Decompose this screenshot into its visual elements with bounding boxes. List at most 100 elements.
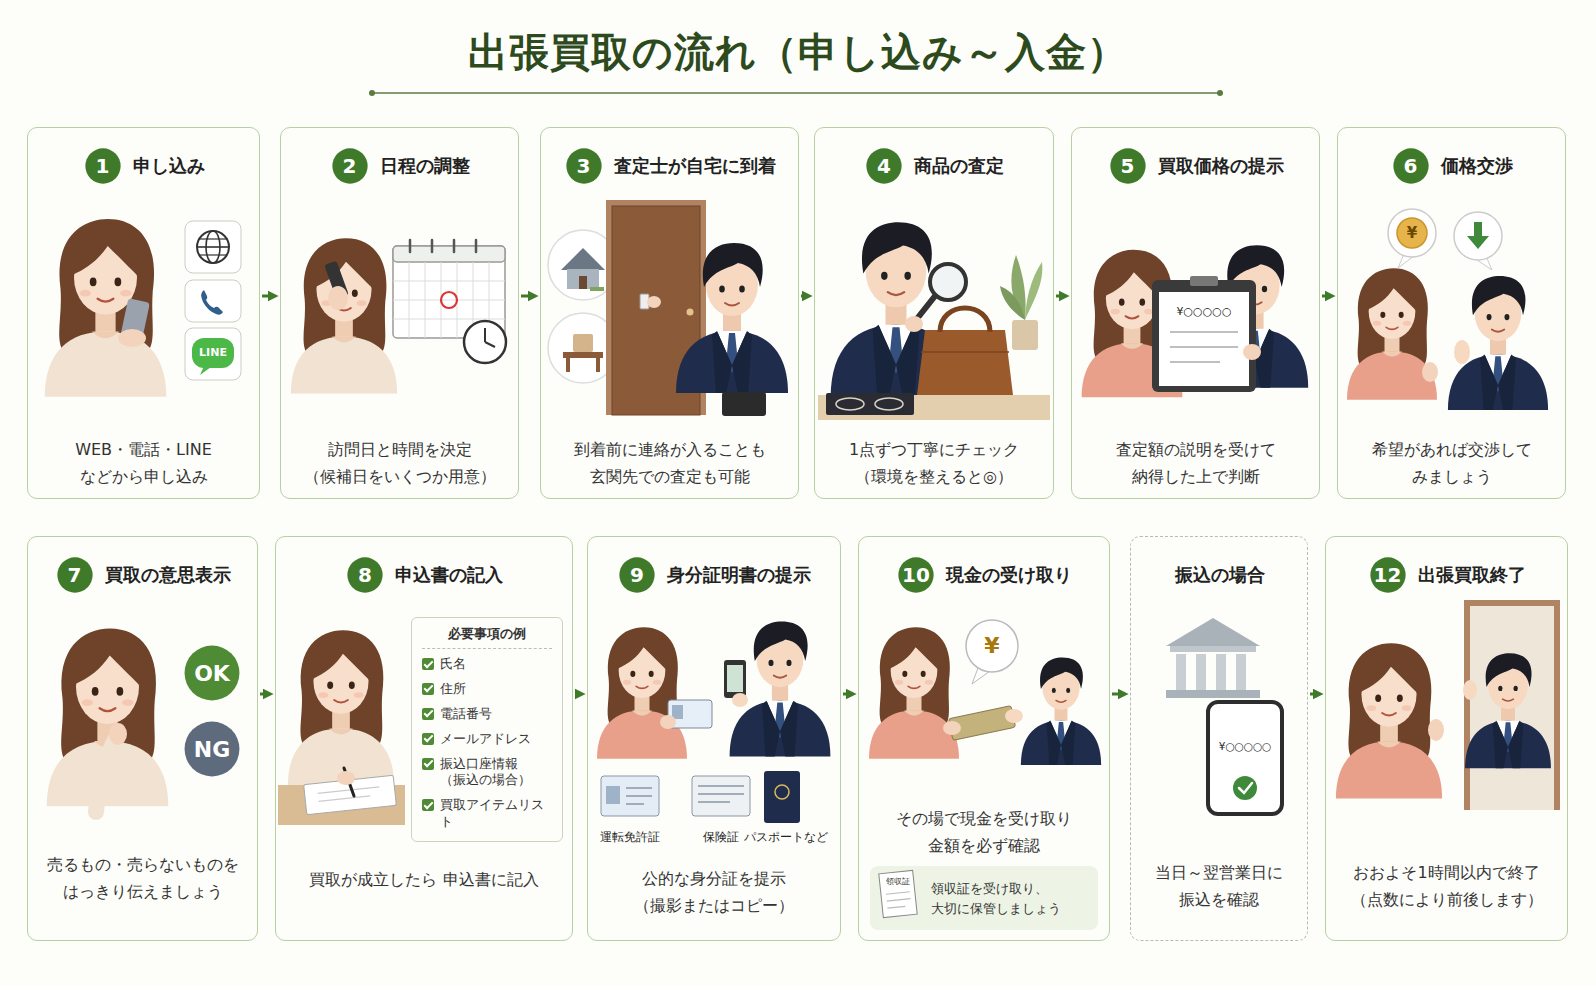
step-card: 8必要事項の例氏名住所電話番号メールアドレス振込口座情報 （振込の場合）買取アイ… (275, 536, 573, 941)
step-description: その場で現金を受け取り 金額を必ず確認 (869, 805, 1099, 859)
circle-fill (898, 557, 933, 592)
step-card: 4 商品の査定 1点ずつ丁寧にチェック （環境を整えると◎） (814, 127, 1054, 499)
step-heading: 出張買取終了 (1418, 563, 1526, 586)
appraisal-illustration (818, 222, 1050, 420)
step-card: 振込の場合当日～翌営業日に 振込を確認 (1130, 536, 1308, 941)
checklist-item: 買取アイテムリスト (422, 797, 552, 831)
flow-arrow (521, 295, 532, 298)
icon-label: LINE (199, 346, 227, 359)
step-number: 7 (57, 557, 93, 593)
circle-fill (332, 148, 367, 183)
choice-badge: OK (184, 645, 240, 701)
circle-text: 12 (1370, 557, 1406, 593)
step-heading: 価格交渉 (1441, 154, 1513, 177)
step-number: 4 (866, 148, 902, 184)
step-number: 3 (566, 148, 602, 184)
negotiation-illustration (1347, 209, 1548, 410)
step-description: 到着前に連絡が入ることも 玄関先での査定も可能 (551, 436, 788, 490)
arrival-illustration (548, 200, 788, 416)
step-description: 1点ずつ丁寧にチェック （環境を整えると◎） (825, 436, 1043, 490)
circle-text: 2 (332, 148, 368, 184)
circle-fill (619, 557, 654, 592)
price-illustration (1082, 245, 1309, 397)
circle-fill (1370, 557, 1405, 592)
form-illustration (278, 630, 405, 825)
icon-label: 領収証 (886, 877, 910, 887)
circle-text: 1 (85, 148, 121, 184)
checklist-item: 氏名 (422, 656, 552, 673)
step-description: 希望があれば交渉して みましょう (1348, 436, 1555, 490)
farewell-illustration (1336, 600, 1560, 810)
step-number: 12 (1370, 557, 1406, 593)
step-card: 2 日程の調整訪問日と時間を決定 （候補日をいくつか用意） (280, 127, 519, 499)
flow-arrow (1322, 295, 1329, 298)
checklist-box: 必要事項の例氏名住所電話番号メールアドレス振込口座情報 （振込の場合）買取アイテ… (411, 617, 563, 842)
step-card: 7OKNG買取の意思表示売るもの・売らないものを はっきり伝えましょう (27, 536, 258, 941)
check-icon (422, 658, 434, 670)
check-icon (422, 683, 434, 695)
schedule-illustration (291, 238, 506, 393)
checklist-item: 振込口座情報 （振込の場合） (422, 756, 552, 790)
flow-arrow (575, 693, 579, 696)
step-heading: 査定士が自宅に到着 (614, 154, 776, 177)
circle-fill (185, 722, 240, 777)
checklist-heading: 必要事項の例 (422, 626, 552, 649)
flow-arrow (1112, 693, 1122, 696)
step-card: 9 身分証明書の提示公的な身分証を提示 （撮影またはコピー） (587, 536, 841, 941)
icon-label: ¥ (984, 633, 999, 659)
icon-label: ¥○○○○○ (1219, 740, 1272, 753)
check-icon (422, 733, 434, 745)
circle-text: NG (184, 721, 240, 777)
step-heading: 申込書の記入 (395, 563, 503, 586)
id-illustration (597, 622, 830, 824)
note-box: 領収証を受け取り、 大切に保管しましょう (871, 867, 1099, 931)
circle-text: OK (184, 645, 240, 701)
step-description: 訪問日と時間を決定 （候補日をいくつか用意） (291, 436, 508, 490)
circle-text: 6 (1393, 148, 1429, 184)
circle-text: 7 (57, 557, 93, 593)
circle-fill (85, 148, 120, 183)
check-icon (422, 708, 434, 720)
flow-arrow (262, 295, 272, 298)
step-number: 8 (347, 557, 383, 593)
circle-text: 9 (619, 557, 655, 593)
circle-fill (1110, 148, 1145, 183)
circle-fill (57, 557, 92, 592)
step-card: 6 価格交渉希望があれば交渉して みましょう (1337, 127, 1566, 499)
step-heading: 買取価格の提示 (1158, 154, 1284, 177)
cash-illustration (869, 620, 1101, 930)
flow-arrow (260, 693, 267, 696)
step-heading: 商品の査定 (914, 154, 1004, 177)
icon-label: ¥ (1407, 224, 1417, 242)
step-description: 買取が成立したら 申込書に記入 (286, 866, 562, 893)
flow-arrow (1310, 693, 1317, 696)
step-card: 1申し込みWEB・電話・LINE などから申し込み (27, 127, 260, 499)
step-heading: 振込の場合 (1175, 563, 1265, 586)
circle-fill (566, 148, 601, 183)
step-heading: 現金の受け取り (946, 563, 1072, 586)
choice-badge: NG (184, 721, 240, 777)
circle-text: 8 (347, 557, 383, 593)
apply-illustration (45, 219, 241, 397)
flow-arrow (843, 693, 850, 696)
title-underline (369, 90, 1223, 96)
checklist-item: 電話番号 (422, 706, 552, 723)
icon-label: ¥○○○○○ (1177, 305, 1232, 318)
icon-label: パスポートなど (744, 831, 828, 845)
decision-illustration (47, 628, 169, 812)
step-number: 10 (898, 557, 934, 593)
step-heading: 身分証明書の提示 (667, 563, 811, 586)
circle-fill (866, 148, 901, 183)
flow-arrow (1056, 295, 1063, 298)
diagram-title: 出張買取の流れ（申し込み～入金） (0, 26, 1596, 78)
step-heading: 日程の調整 (380, 154, 470, 177)
circle-fill (1393, 148, 1428, 183)
step-description: おおよそ1時間以内で終了 （点数により前後します） (1336, 859, 1557, 913)
circle-text: 5 (1110, 148, 1146, 184)
check-icon (422, 799, 434, 811)
circle-text: 10 (898, 557, 934, 593)
circle-text: 3 (566, 148, 602, 184)
checklist-item: メールアドレス (422, 731, 552, 748)
step-heading: 申し込み (133, 154, 205, 177)
step-description: 公的な身分証を提示 （撮影またはコピー） (598, 865, 830, 919)
